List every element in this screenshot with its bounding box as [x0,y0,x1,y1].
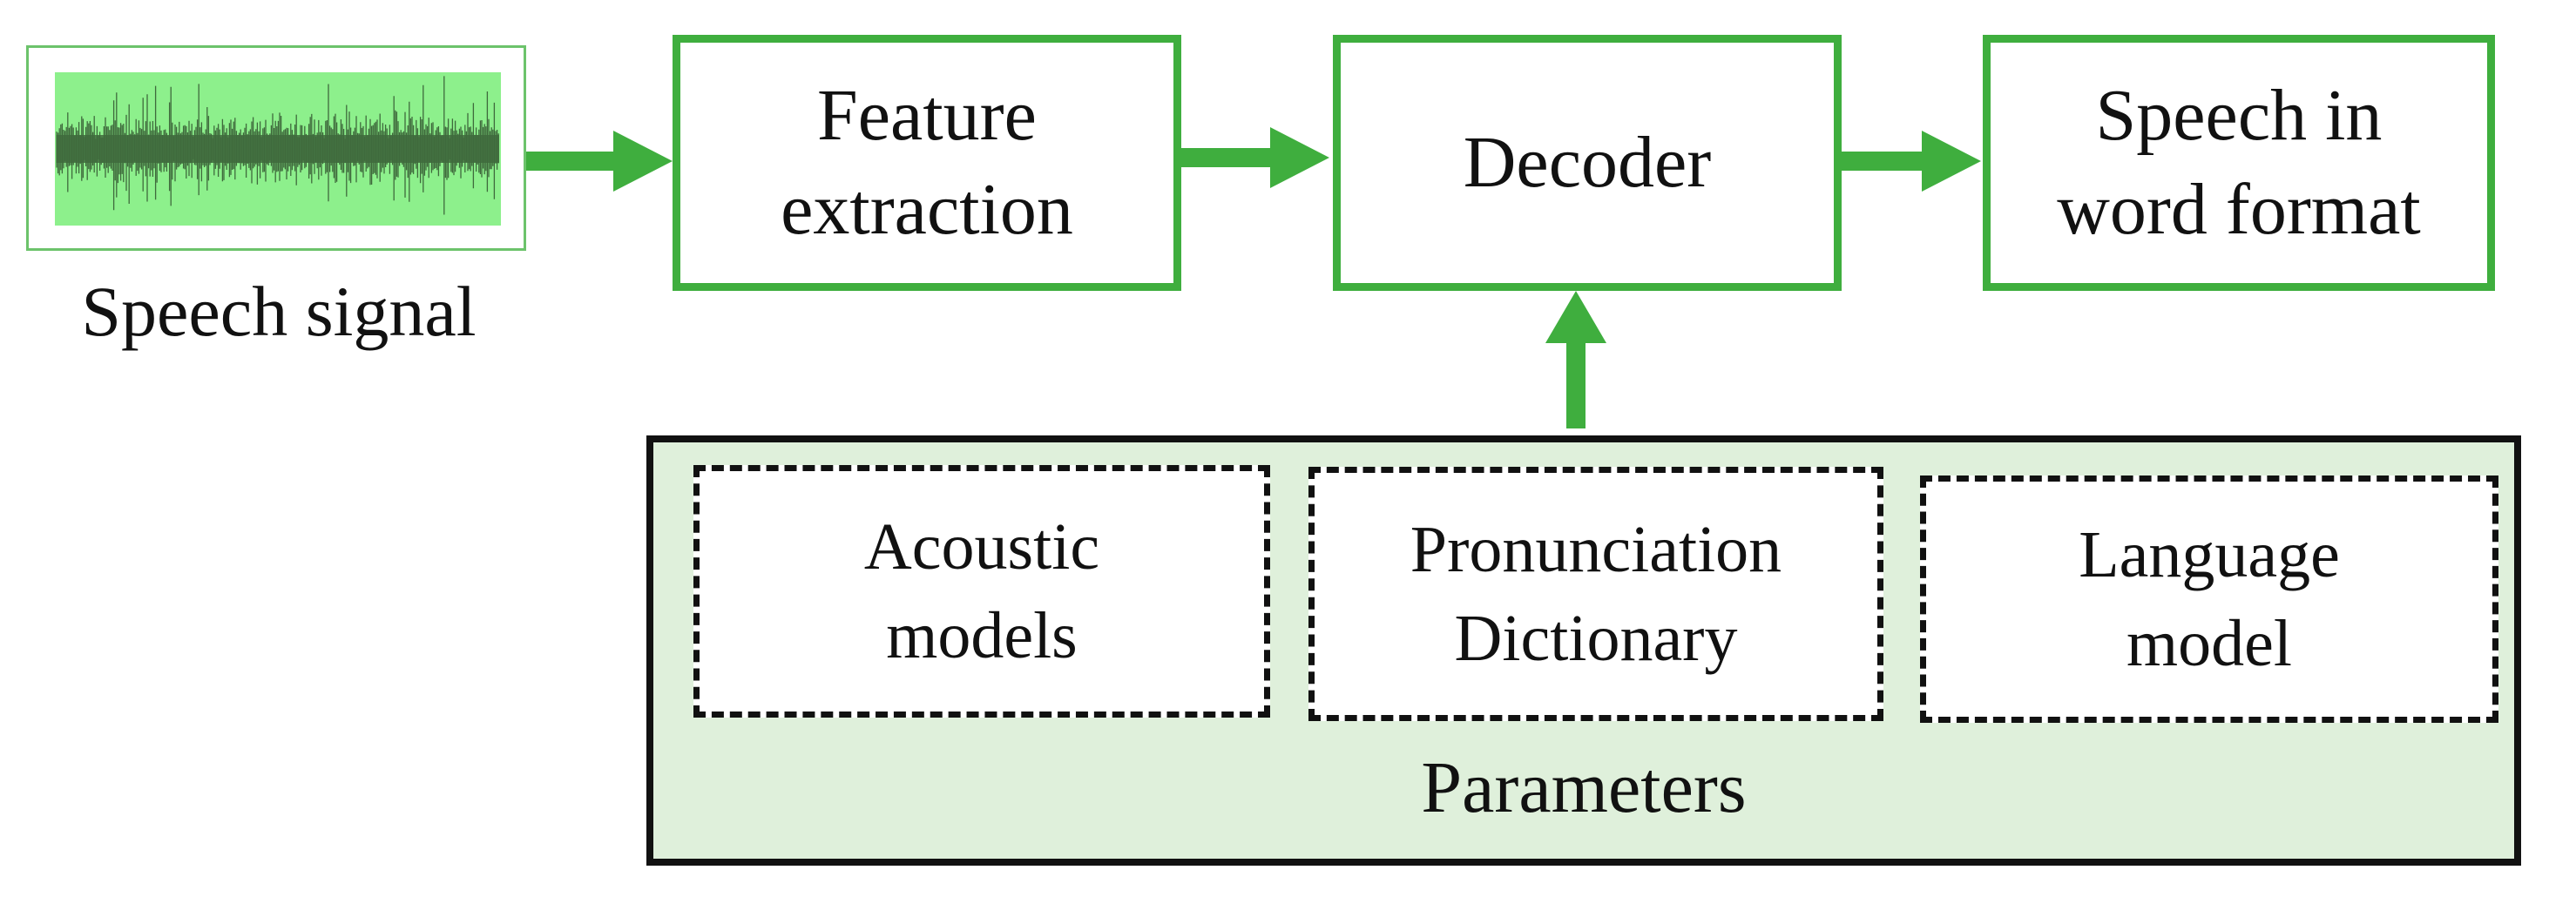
pronunciation-dictionary-box: Pronunciation Dictionary [1308,467,1883,721]
arrow-feature-to-decoder [1181,127,1329,188]
arrow-decoder-to-output [1842,131,1981,192]
speech-signal-image [26,45,526,251]
waveform-icon [55,72,501,226]
parameters-title: Parameters [1421,747,1747,828]
arrow-parameters-to-decoder [1545,291,1606,428]
feature-extraction-box: Feature extraction [673,35,1181,291]
language-model-label: Language model [2079,518,2340,680]
acoustic-models-box: Acoustic models [693,465,1270,718]
feature-extraction-label: Feature extraction [781,75,1073,250]
speech-signal-label: Speech signal [81,272,477,351]
word-format-output-box: Speech in word format [1983,35,2495,291]
acoustic-models-label: Acoustic models [863,510,1100,672]
decoder-box: Decoder [1333,35,1842,291]
pronunciation-dictionary-label: Pronunciation Dictionary [1410,513,1782,675]
word-format-output-label: Speech in word format [2057,75,2421,250]
decoder-label: Decoder [1463,122,1712,203]
arrow-signal-to-feature [526,131,673,192]
language-model-box: Language model [1920,475,2498,723]
